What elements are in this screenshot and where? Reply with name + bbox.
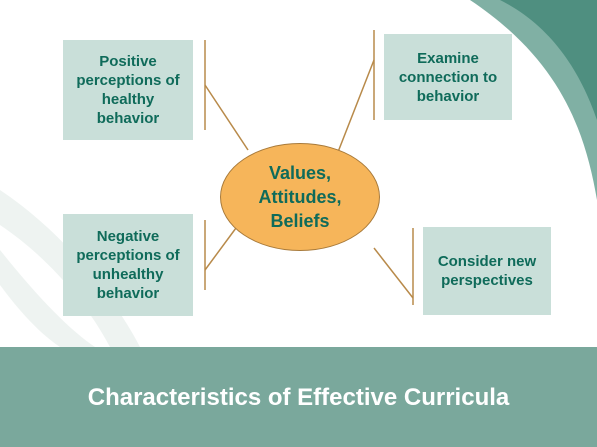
- connector-top-left-diag: [204, 84, 249, 151]
- box-positive-perceptions-label: Positive perceptions of healthy behavior: [76, 53, 180, 127]
- center-label: Values, Attitudes, Beliefs: [258, 163, 342, 231]
- box-examine-connection-label: Examine connection to behavior: [398, 49, 498, 105]
- connector-top-right-diag: [337, 59, 375, 153]
- box-negative-perceptions-label: Negative perceptions of unhealthy behavi…: [76, 228, 180, 302]
- connector-bottom-left-diag: [204, 227, 237, 271]
- center-ellipse: Values, Attitudes, Beliefs: [220, 143, 380, 251]
- box-consider-perspectives-label: Consider new perspectives: [437, 253, 537, 289]
- slide-title: Characteristics of Effective Curricula: [87, 384, 510, 411]
- box-consider-perspectives: Consider new perspectives: [423, 227, 551, 315]
- box-negative-perceptions: Negative perceptions of unhealthy behavi…: [63, 214, 193, 316]
- title-band: [0, 347, 597, 447]
- box-examine-connection: Examine connection to behavior: [384, 34, 512, 120]
- connector-bottom-right-diag: [373, 247, 414, 299]
- box-positive-perceptions: Positive perceptions of healthy behavior: [63, 40, 193, 140]
